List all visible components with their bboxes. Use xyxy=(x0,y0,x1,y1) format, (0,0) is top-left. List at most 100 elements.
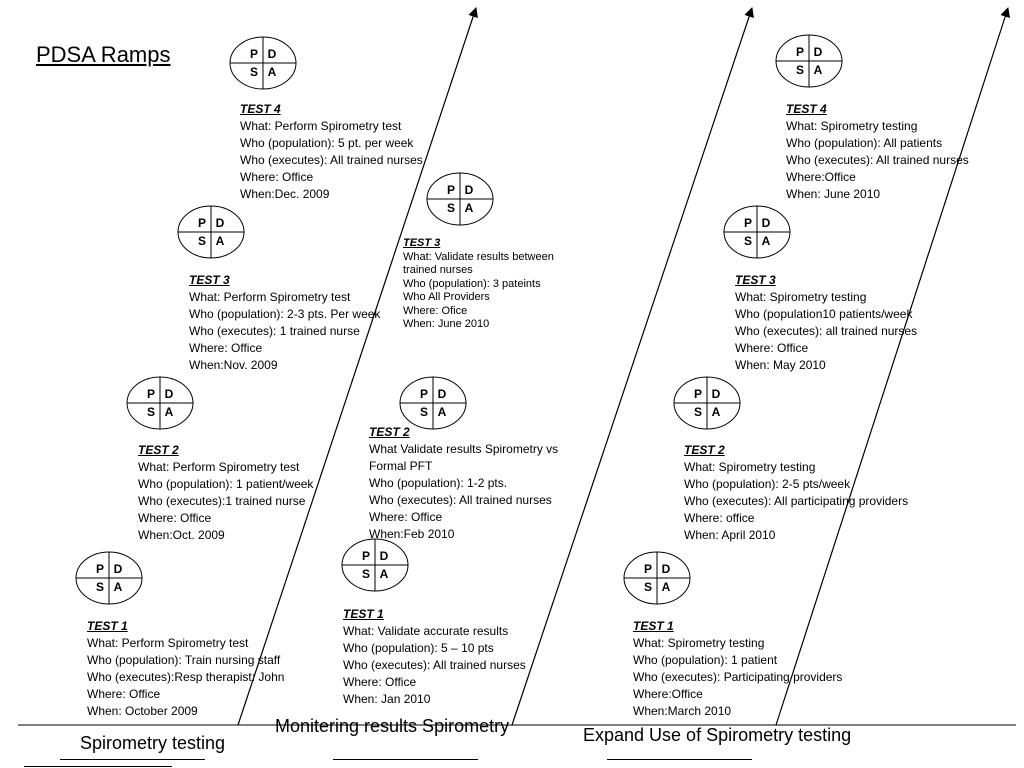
ramp-2-arrow xyxy=(511,7,754,726)
ramp-1-label: Spirometry testing xyxy=(80,733,226,753)
test-when: When: June 2010 xyxy=(403,318,490,330)
test-what-continued: trained nurses xyxy=(403,264,473,276)
test-heading: TEST 3 xyxy=(189,273,230,287)
test-heading: TEST 2 xyxy=(138,443,179,457)
pdsa-cycle-icon: P D S A xyxy=(399,376,467,430)
pdsa-act-label: A xyxy=(661,580,671,594)
test-when: When: April 2010 xyxy=(684,528,776,542)
test-block: TEST 3 What: Validate results between tr… xyxy=(403,237,554,332)
pdsa-act-label: A xyxy=(761,234,771,248)
test-block: TEST 4 What: Spirometry testing Who (pop… xyxy=(786,101,969,203)
test-what: What: Spirometry testing xyxy=(684,460,816,474)
pdsa-study-label: S xyxy=(693,405,702,419)
test-who-population: Who (population): 5 pt. per week xyxy=(240,136,414,150)
test-block: TEST 3 What: Perform Spirometry test Who… xyxy=(189,272,380,374)
test-when: When:Feb 2010 xyxy=(369,527,455,541)
test-who-population: Who (population): All patients xyxy=(786,136,943,150)
pdsa-act-label: A xyxy=(813,63,823,77)
pdsa-cycle-icon: P D S A xyxy=(623,551,691,605)
test-heading: TEST 2 xyxy=(369,425,410,439)
ramp-1-label-underline xyxy=(60,759,205,760)
test-where: Where: Office xyxy=(87,687,161,701)
test-who-population: Who (population): 2-5 pts/week xyxy=(684,477,851,491)
ramp-3-label: Expand Use of Spirometry testing xyxy=(583,725,852,745)
pdsa-cycle-icon: P D S A xyxy=(775,34,843,88)
pdsa-plan-label: P xyxy=(95,562,104,576)
pdsa-study-label: S xyxy=(419,405,428,419)
pdsa-study-label: S xyxy=(446,201,455,215)
pdsa-plan-label: P xyxy=(197,216,206,230)
pdsa-cycle-icon: P D S A xyxy=(723,205,791,259)
pdsa-cycle-icon: P D S A xyxy=(341,538,409,592)
ramp-3-arrow xyxy=(775,7,1010,726)
pdsa-do-label: D xyxy=(661,562,671,576)
test-heading: TEST 3 xyxy=(735,273,776,287)
pdsa-study-label: S xyxy=(197,234,206,248)
test-who-executes: Who (executes): Participating providers xyxy=(633,670,843,684)
pdsa-plan-label: P xyxy=(146,387,155,401)
pdsa-act-label: A xyxy=(113,580,123,594)
pdsa-study-label: S xyxy=(743,234,752,248)
test-when: When:Dec. 2009 xyxy=(240,187,330,201)
footer-rule xyxy=(24,766,172,767)
pdsa-study-label: S xyxy=(643,580,652,594)
test-block: TEST 1 What: Perform Spirometry test Who… xyxy=(87,618,284,720)
pdsa-study-label: S xyxy=(249,65,258,79)
test-what: What: Perform Spirometry test xyxy=(138,460,300,474)
pdsa-cycle-icon: P D S A xyxy=(177,205,245,259)
test-when: When:Oct. 2009 xyxy=(138,528,225,542)
ramp-2-label: Monitering results Spirometry xyxy=(275,716,510,736)
pdsa-do-label: D xyxy=(215,216,225,230)
pdsa-do-label: D xyxy=(464,183,474,197)
pdsa-cycle-icon: P D S A xyxy=(75,551,143,605)
test-where: Where: Office xyxy=(735,341,809,355)
test-who-executes: Who All Providers xyxy=(403,291,490,303)
test-who-executes: Who (executes): 1 trained nurse xyxy=(189,324,360,338)
test-where: Where: Office xyxy=(189,341,263,355)
pdsa-act-label: A xyxy=(164,405,174,419)
test-where: Where: Office xyxy=(343,675,417,689)
pdsa-do-label: D xyxy=(813,45,823,59)
test-block: TEST 1 What: Spirometry testing Who (pop… xyxy=(633,618,842,720)
test-heading: TEST 3 xyxy=(403,237,441,249)
test-what: What: Validate results between xyxy=(403,250,554,263)
pdsa-cycle-icon: P D S A xyxy=(673,376,741,430)
test-heading: TEST 1 xyxy=(87,619,128,633)
test-heading: TEST 1 xyxy=(343,607,384,621)
test-who-executes: Who (executes): All participating provid… xyxy=(684,494,909,508)
test-block: TEST 1 What: Validate accurate results W… xyxy=(343,606,526,708)
pdsa-do-label: D xyxy=(761,216,771,230)
test-who-executes: Who (executes): all trained nurses xyxy=(735,324,918,338)
test-what: What: Perform Spirometry test xyxy=(240,119,402,133)
test-where: Where: Office xyxy=(369,510,443,524)
pdsa-act-label: A xyxy=(267,65,277,79)
pdsa-plan-label: P xyxy=(743,216,752,230)
page-title: PDSA Ramps xyxy=(36,42,171,67)
test-what: What: Spirometry testing xyxy=(633,636,765,650)
test-where: Where: Ofice xyxy=(403,304,468,317)
pdsa-act-label: A xyxy=(379,567,389,581)
pdsa-do-label: D xyxy=(267,47,277,61)
test-what: What: Perform Spirometry test xyxy=(87,636,249,650)
test-block: TEST 2 What: Perform Spirometry test Who… xyxy=(138,442,313,544)
test-what: What: Spirometry testing xyxy=(786,119,918,133)
pdsa-plan-label: P xyxy=(446,183,455,197)
test-who-population: Who (population): 1-2 pts. xyxy=(369,476,508,490)
pdsa-cycle-icon: P D S A xyxy=(126,376,194,430)
test-what: What: Spirometry testing xyxy=(735,290,867,304)
test-heading: TEST 4 xyxy=(240,102,281,116)
test-who-population: Who (population): 5 – 10 pts xyxy=(343,641,494,655)
ramp-1-arrow xyxy=(237,7,478,726)
pdsa-do-label: D xyxy=(711,387,721,401)
pdsa-act-label: A xyxy=(215,234,225,248)
pdsa-do-label: D xyxy=(164,387,174,401)
pdsa-study-label: S xyxy=(361,567,370,581)
pdsa-plan-label: P xyxy=(795,45,804,59)
test-who-executes: Who (executes):1 trained nurse xyxy=(138,494,306,508)
test-where: Where: office xyxy=(684,511,755,525)
test-who-population: Who (population): 1 patient/week xyxy=(138,477,314,491)
ramp-3-label-underline xyxy=(607,759,752,760)
test-block: TEST 4 What: Perform Spirometry test Who… xyxy=(240,101,423,203)
pdsa-study-label: S xyxy=(146,405,155,419)
